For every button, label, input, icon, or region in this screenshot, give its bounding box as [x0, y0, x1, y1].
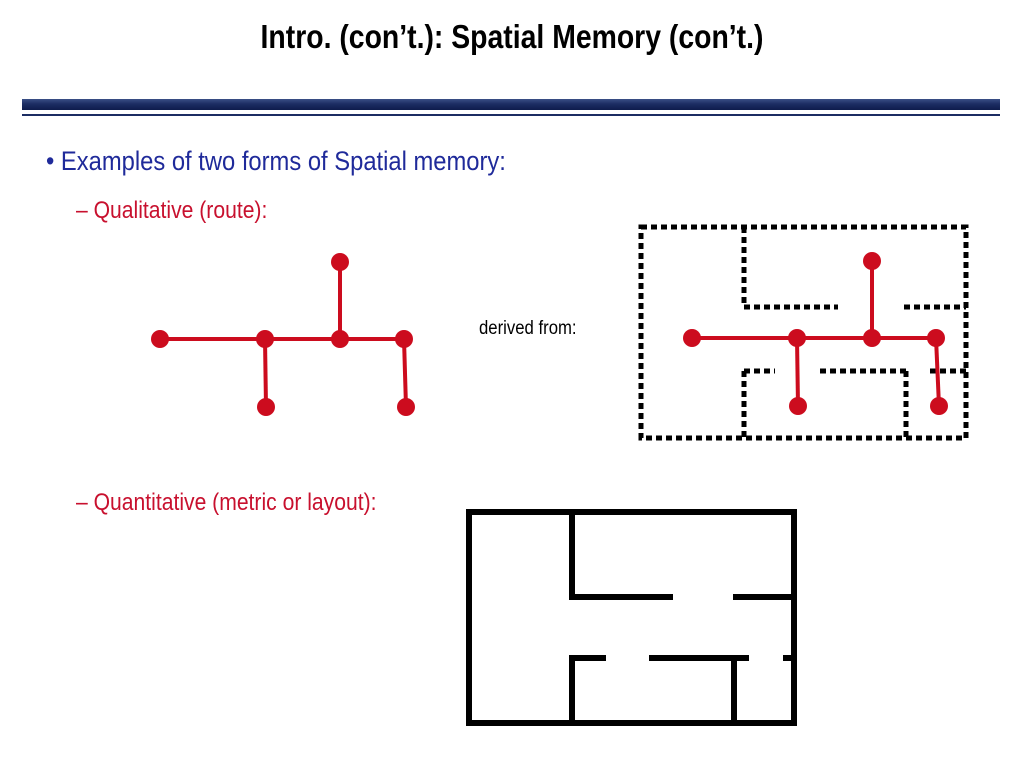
overlay-route-graph: [683, 252, 948, 415]
route-node: [863, 329, 881, 347]
route-node: [331, 253, 349, 271]
route-node: [683, 329, 701, 347]
route-node: [788, 329, 806, 347]
route-node: [151, 330, 169, 348]
route-edge: [934, 337, 941, 407]
bullet-examples: • Examples of two forms of Spatial memor…: [46, 146, 506, 176]
layout-outer-wall: [466, 509, 797, 726]
route-node: [256, 330, 274, 348]
header-rule-thick: [22, 99, 1000, 110]
route-graph: [151, 253, 415, 416]
slide-title: Intro. (con’t.): Spatial Memory (con’t.): [260, 18, 764, 55]
header-rule-thin: [22, 114, 1000, 116]
route-edge: [263, 338, 268, 408]
route-node: [930, 397, 948, 415]
dotted-outer-wall: [638, 224, 969, 441]
dotted-layout: [638, 224, 969, 441]
route-node: [397, 398, 415, 416]
route-node: [257, 398, 275, 416]
route-node: [789, 397, 807, 415]
derived-from-caption: derived from:: [479, 318, 577, 339]
route-node: [927, 329, 945, 347]
route-node: [395, 330, 413, 348]
sub-bullet-qualitative: – Qualitative (route):: [76, 197, 268, 224]
route-node: [331, 330, 349, 348]
route-edge: [402, 338, 408, 408]
sub-bullet-quantitative: – Quantitative (metric or layout):: [76, 489, 377, 516]
route-node: [863, 252, 881, 270]
metric-layout: [466, 509, 797, 726]
route-edge: [795, 337, 800, 407]
